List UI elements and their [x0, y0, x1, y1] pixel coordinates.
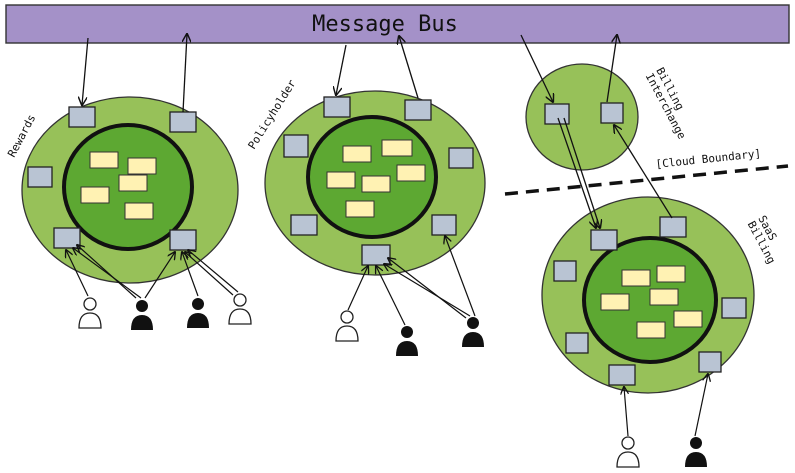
cloud-boundary-label: [Cloud Boundary]: [655, 147, 762, 171]
arrow: [82, 37, 89, 105]
user-icon-solid: [685, 437, 707, 467]
saas-billing-port: [698, 351, 722, 373]
arrow: [606, 35, 617, 103]
arrow: [188, 250, 239, 293]
user-icon-outline: [616, 436, 640, 468]
arrow: [77, 245, 137, 299]
note: [649, 288, 679, 306]
user-icon-solid: [396, 326, 418, 356]
note: [342, 145, 372, 163]
policyholder-port: [290, 214, 318, 236]
arrow: [563, 117, 600, 228]
saas-billing-port: [659, 216, 687, 238]
rewards-port: [169, 229, 197, 251]
note: [636, 321, 666, 339]
billing-interchange-port: [544, 103, 570, 125]
arrow: [388, 258, 467, 319]
arrow: [445, 236, 476, 317]
arrow: [185, 252, 234, 296]
rewards-port: [68, 106, 96, 128]
note: [80, 186, 110, 204]
policyholder-port: [283, 134, 309, 158]
arrow: [399, 36, 419, 99]
note: [656, 265, 686, 283]
note: [600, 293, 630, 311]
user-connections: [66, 236, 708, 437]
user-icon-solid: [187, 298, 209, 328]
policyholder-port: [361, 244, 391, 266]
saas-billing-port: [721, 297, 747, 319]
arrow: [336, 44, 347, 95]
saas-billing-port: [608, 364, 636, 386]
policyholder-port: [431, 214, 457, 236]
policyholder-port: [323, 96, 351, 118]
arrow: [694, 374, 708, 437]
cloud-boundary-line: [504, 164, 789, 196]
user-icon-outline: [335, 310, 359, 342]
note: [381, 139, 413, 157]
bus-connections: [82, 34, 673, 228]
saas-billing-domain-notes: [600, 265, 703, 339]
note: [345, 200, 375, 218]
policyholder-port: [448, 147, 474, 169]
saas-billing-context: SaaSBilling: [541, 196, 789, 394]
arrow: [624, 387, 628, 437]
arrow: [557, 117, 596, 228]
rewards-port: [53, 227, 81, 249]
rewards-context: Rewards: [5, 96, 239, 284]
message-bus-label: Message Bus: [312, 12, 458, 37]
saas-billing-label: SaaSBilling: [745, 213, 789, 266]
note: [326, 171, 356, 189]
note: [361, 175, 391, 193]
billing-interchange-context: BillingInterchange: [525, 63, 699, 171]
arrow: [144, 252, 175, 299]
arrow: [384, 264, 471, 317]
saas-billing-port: [565, 332, 589, 354]
billing-interchange-label: BillingInterchange: [643, 65, 699, 141]
rewards-domain-notes: [80, 151, 157, 220]
note: [621, 269, 651, 287]
note: [396, 164, 426, 182]
arrow: [376, 266, 406, 326]
note: [89, 151, 119, 169]
policyholder-domain-notes: [326, 139, 426, 218]
arrow: [183, 34, 187, 113]
user-icon-solid: [462, 317, 484, 347]
rewards-port: [27, 166, 53, 188]
arrow: [614, 125, 673, 219]
arrow: [66, 250, 89, 297]
arrow: [520, 34, 553, 102]
note: [673, 310, 703, 328]
arrow: [347, 266, 368, 311]
note: [118, 174, 148, 192]
note: [124, 202, 154, 220]
saas-billing-port: [553, 260, 577, 282]
billing-interchange-circle: [525, 63, 639, 171]
policyholder-port: [404, 99, 432, 121]
note: [127, 157, 157, 175]
user-icon-solid: [131, 300, 153, 330]
billing-interchange-port: [600, 102, 624, 124]
user-icon-outline: [78, 297, 102, 329]
arrow: [73, 248, 142, 299]
user-icon-outline: [228, 293, 252, 325]
saas-billing-port: [590, 229, 618, 251]
rewards-port: [169, 111, 197, 133]
